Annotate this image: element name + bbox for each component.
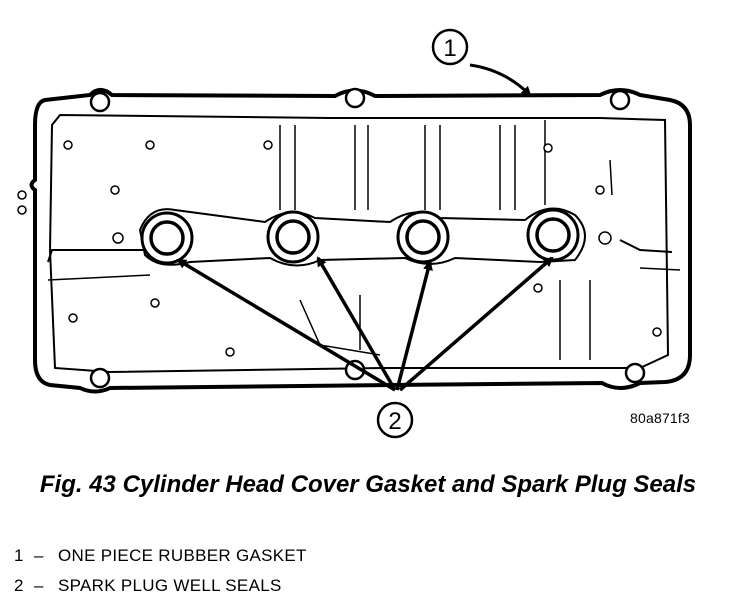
legend-text: ONE PIECE RUBBER GASKET — [58, 546, 307, 565]
callout-1: 1 — [431, 28, 469, 66]
figure-caption: Fig. 43 Cylinder Head Cover Gasket and S… — [39, 471, 697, 498]
spark-plug-seal-4 — [526, 208, 580, 262]
cover-inner-outline — [48, 113, 670, 374]
cover-ribs — [279, 120, 613, 360]
spark-plug-seal-2 — [266, 210, 320, 264]
callout-1-leader — [469, 63, 532, 97]
callout-2-number: 2 — [388, 408, 401, 435]
callout-2-leaders — [176, 256, 554, 392]
small-holes — [17, 140, 662, 357]
spark-plug-well-seals — [138, 207, 586, 267]
figure-code: 80a871f3 — [630, 410, 690, 426]
cylinder-head-cover-diagram: 1 2 — [17, 28, 692, 439]
legend-number: 1 — [14, 546, 24, 565]
callout-1-number: 1 — [443, 35, 456, 62]
legend-item: 1–ONE PIECE RUBBER GASKET — [14, 546, 307, 566]
legend-dash: – — [34, 576, 44, 595]
legend-text: SPARK PLUG WELL SEALS — [58, 576, 282, 595]
callout-2: 2 — [376, 401, 414, 439]
legend-number: 2 — [14, 576, 24, 595]
legend-item: 2–SPARK PLUG WELL SEALS — [14, 576, 282, 596]
spark-plug-seal-1 — [140, 211, 194, 265]
spark-plug-seal-3 — [396, 210, 450, 264]
legend-dash: – — [34, 546, 44, 565]
bolt-bosses — [89, 87, 646, 389]
